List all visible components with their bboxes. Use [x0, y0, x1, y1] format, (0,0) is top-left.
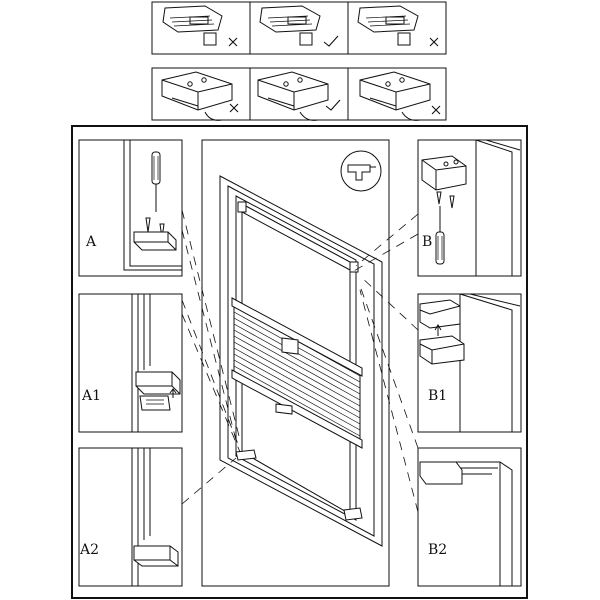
detail-panel-a: A	[78, 139, 183, 277]
window-illustration	[201, 139, 390, 587]
orientation-cell-top-3	[347, 1, 447, 55]
screw-icon	[449, 195, 455, 209]
orientation-cell-second-2	[249, 67, 349, 121]
screw-icon	[436, 191, 442, 205]
panel-label-b: B	[422, 234, 432, 250]
panel-label-a2: A2	[79, 542, 99, 558]
detail-panel-b: B	[417, 139, 522, 277]
orientation-cell-top-2	[249, 1, 349, 55]
panel-label-a1: A1	[81, 388, 101, 404]
check-mark	[323, 35, 339, 47]
pleated-blind	[231, 297, 363, 449]
check-mark	[325, 99, 341, 111]
cross-mark	[429, 37, 439, 47]
cross-mark	[431, 105, 441, 115]
detail-panel-a1: A1	[78, 293, 183, 433]
power-drill-icon	[340, 150, 382, 192]
detail-panel-a2: A2	[78, 447, 183, 587]
screwdriver-icon	[151, 151, 161, 212]
screw-icon	[159, 223, 165, 239]
detail-panel-b2: B2	[417, 447, 522, 587]
orientation-cell-top-1	[151, 1, 251, 55]
detail-panel-b1: B1	[417, 293, 522, 433]
screw-icon	[145, 217, 151, 233]
orientation-cell-second-1	[151, 67, 251, 121]
orientation-row-second	[151, 67, 447, 121]
orientation-row-top	[151, 1, 447, 55]
cross-mark	[228, 37, 238, 47]
orientation-cell-second-3	[347, 67, 447, 121]
main-frame	[71, 125, 528, 599]
panel-label-b1: B1	[428, 388, 447, 404]
panel-label-a: A	[85, 234, 97, 250]
cross-mark	[229, 103, 239, 113]
leader-lines	[181, 209, 419, 513]
panel-label-b2: B2	[428, 542, 447, 558]
screwdriver-icon	[435, 206, 445, 265]
